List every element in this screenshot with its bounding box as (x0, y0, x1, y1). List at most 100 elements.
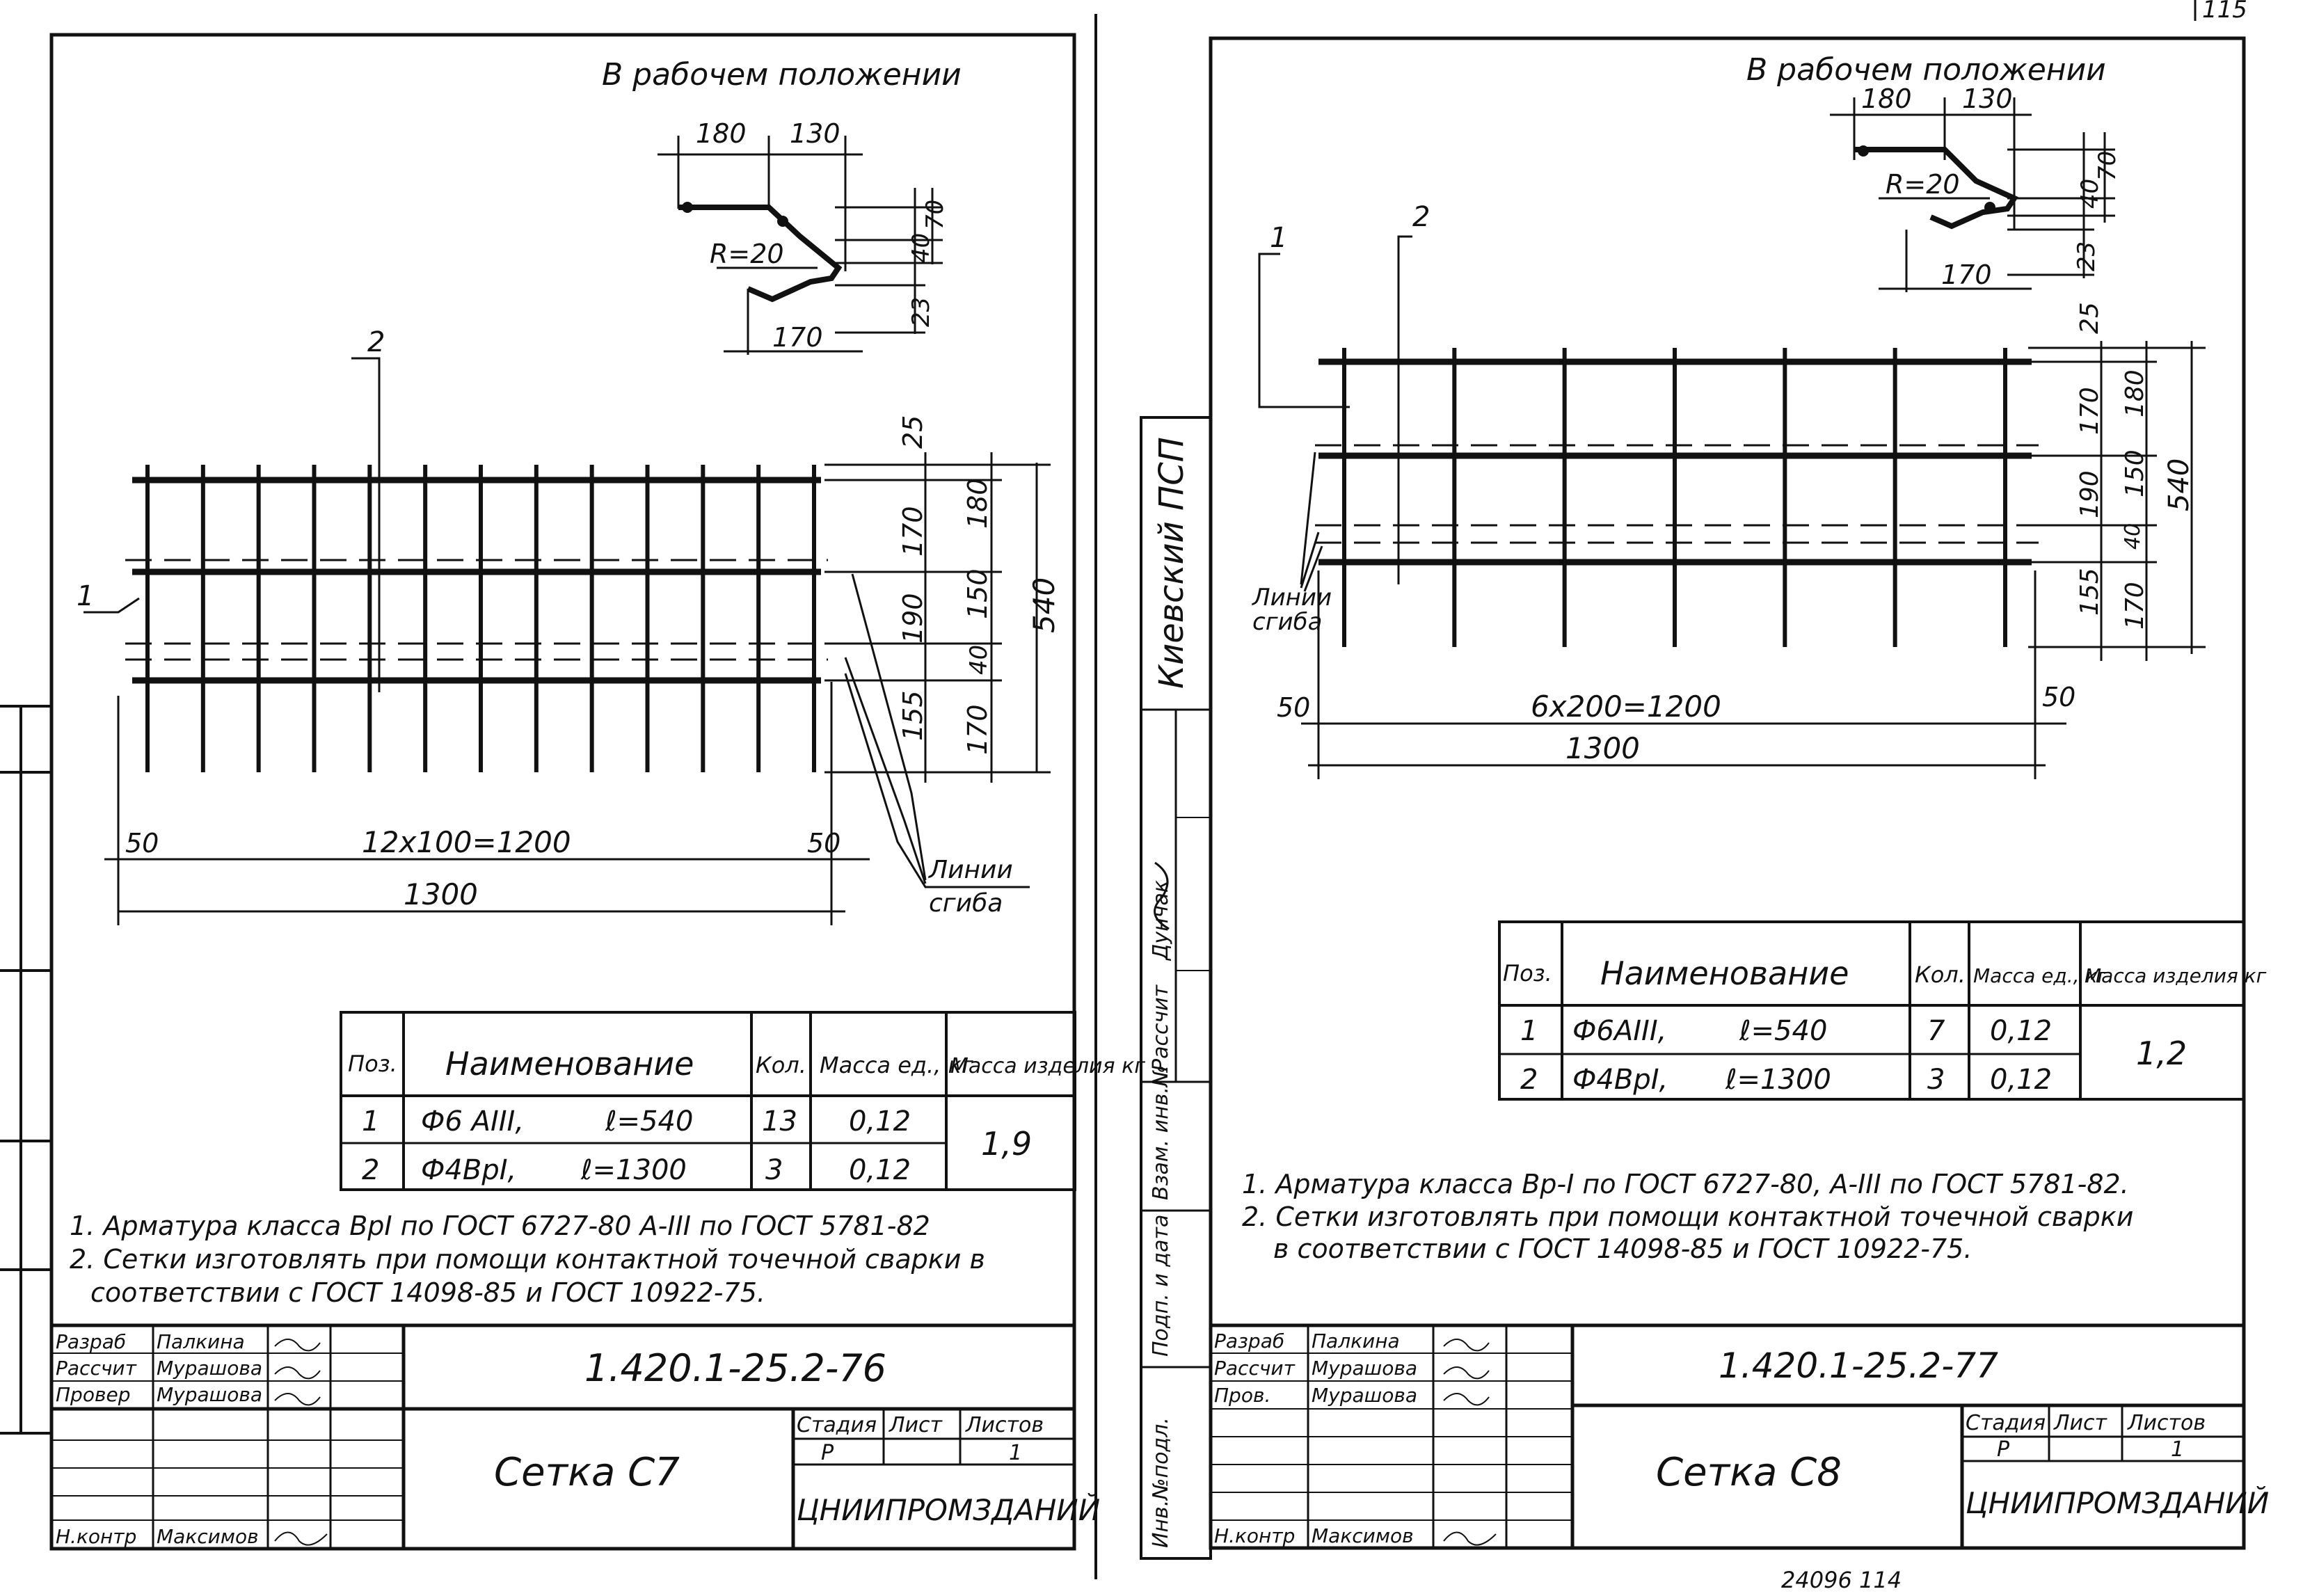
c7-tb-name-2: Мурашова (157, 1357, 262, 1380)
c8-dim-190: 190 (2075, 470, 2104, 518)
c8-code: 1.420.1-25.2-77 (1719, 1346, 1998, 1386)
c7-stage: Р (821, 1441, 834, 1465)
c7-profile-v2: 40 (907, 233, 935, 263)
c7-th-name: Наименование (445, 1045, 694, 1083)
c8-row2-name: Ф4ВрI, (1572, 1064, 1668, 1096)
c8-profile-v3: 23 (2073, 241, 2101, 271)
c8-row1-qty: 7 (1927, 1015, 1945, 1047)
c8-tb-name-1: Палкина (1312, 1330, 1400, 1352)
c7-profile-radius: R=20 (710, 239, 784, 269)
c8-tb-role-2: Рассчит (1214, 1357, 1296, 1380)
c7-dim-edge-right: 50 (807, 828, 840, 859)
c8-dim-span: 6х200=1200 (1531, 689, 1721, 724)
c7-th-qty: Кол. (756, 1052, 806, 1078)
c7-row2-len: ℓ=1300 (580, 1154, 687, 1186)
c7-dim-25: 25 (898, 415, 928, 449)
c7-note-2: 2. Сетки изготовлять при помощи контактн… (70, 1244, 985, 1275)
right-sheet-frame (1209, 0, 2246, 1550)
c8-dim-total: 1300 (1565, 731, 1640, 765)
c8-signature-1 (1443, 1339, 1490, 1352)
c7-sheet-no: 1 (1009, 1441, 1022, 1465)
c8-tb-role-4: Н.контр (1214, 1524, 1295, 1547)
c8-tb-name-3: Мурашова (1312, 1384, 1417, 1407)
c7-dim-540: 540 (1027, 577, 1061, 633)
c8-note-2: 2. Сетки изготовлять при помощи контактн… (1242, 1202, 2133, 1232)
c7-dim-edge-left: 50 (125, 828, 159, 859)
c8-profile-sketch (1830, 97, 2115, 292)
c8-th-mass-total: Масса изделия кг (2085, 964, 2267, 987)
c7-row2-name: Ф4ВрI, (421, 1154, 516, 1186)
c8-th-sheets: Листов (2127, 1411, 2206, 1435)
c7-row2-mass: 0,12 (849, 1154, 911, 1186)
c8-signature-3 (1443, 1393, 1490, 1406)
c7-row1-len: ℓ=540 (605, 1106, 693, 1138)
c7-th-mass-unit: Масса ед., кг (820, 1052, 973, 1078)
c7-dim-total: 1300 (404, 877, 478, 911)
c8-row2-pos: 2 (1520, 1064, 1538, 1096)
c8-dim-170b: 170 (2121, 582, 2149, 630)
c8-signature-2 (1443, 1366, 1490, 1380)
c7-th-pos: Поз. (348, 1051, 397, 1077)
c7-code: 1.420.1-25.2-76 (584, 1346, 886, 1390)
c8-th-pos: Поз. (1503, 960, 1552, 987)
c7-tb-role-4: Н.контр (56, 1525, 136, 1548)
c7-profile-v1: 70 (921, 200, 949, 230)
c7-row2-qty: 3 (765, 1154, 783, 1186)
c8-spec-table (1498, 920, 2245, 1101)
c8-th-sheet: Лист (2053, 1411, 2108, 1435)
c7-profile-sketch (658, 136, 943, 355)
footer-number: 24096 114 (1781, 1567, 1902, 1593)
c8-row1-len: ℓ=540 (1739, 1015, 1827, 1047)
c8-dim-150: 150 (2121, 449, 2149, 497)
c7-tb-name-1: Палкина (157, 1330, 245, 1353)
left-sheet-frame (0, 33, 1076, 1551)
c7-th-sheet: Лист (888, 1413, 943, 1437)
c7-mesh-plan (83, 357, 1051, 925)
c8-profile-dim-2: 130 (1962, 83, 2013, 114)
c8-row2-qty: 3 (1927, 1064, 1945, 1096)
c7-dim-150: 150 (962, 568, 993, 619)
c8-profile-radius: R=20 (1886, 169, 1960, 200)
c7-bend-label-1: Линии (927, 856, 1013, 884)
c7-title: Сетка С7 (494, 1450, 680, 1495)
c8-dim-180: 180 (2121, 369, 2149, 417)
c8-dim-170a: 170 (2075, 387, 2104, 435)
c8-note-1: 1. Арматура класса Вр-I по ГОСТ 6727-80,… (1242, 1169, 2129, 1199)
c8-mesh-plan (1258, 235, 2206, 779)
c8-th-name: Наименование (1600, 955, 1849, 992)
c7-signature-4 (274, 1531, 328, 1546)
c8-note-3: в соответствии с ГОСТ 14098-85 и ГОСТ 10… (1273, 1234, 1972, 1264)
c8-dim-edge-left: 50 (1277, 692, 1310, 723)
c8-tb-name-2: Мурашова (1312, 1357, 1417, 1380)
c8-stage: Р (1997, 1437, 2010, 1462)
c7-dim-155: 155 (898, 690, 928, 741)
c8-profile-v1: 70 (2094, 151, 2121, 181)
c7-dim-170a: 170 (898, 506, 928, 557)
c7-caption: В рабочем положении (602, 57, 962, 93)
c8-bend-label-1: Линии (1251, 584, 1332, 612)
c8-dim-155: 155 (2075, 568, 2104, 616)
c7-title-block (51, 1323, 1074, 1549)
c7-row1-qty: 13 (762, 1106, 797, 1138)
c7-org: ЦНИИПРОМЗДАНИЙ (797, 1492, 1100, 1527)
c8-sheet-no: 1 (2171, 1437, 2184, 1462)
c8-th-mass-unit: Масса ед., кг. (1973, 964, 2114, 987)
c7-note-3: соответствии с ГОСТ 14098-85 и ГОСТ 1092… (90, 1277, 765, 1308)
c7-dim-190: 190 (898, 593, 928, 644)
c8-th-qty: Кол. (1915, 961, 1966, 988)
side-col-2: Подп. и дата (1149, 1215, 1173, 1357)
c7-th-stage: Стадия (797, 1413, 877, 1437)
c8-dim-40: 40 (2121, 523, 2145, 550)
c8-row1-mass: 0,12 (1990, 1015, 2052, 1047)
c7-dim-span: 12х100=1200 (362, 825, 571, 859)
c7-dim-170b: 170 (962, 704, 993, 755)
c8-dim-edge-right: 50 (2042, 682, 2075, 712)
c7-th-mass-total: Масса изделия кг (950, 1054, 1145, 1078)
c7-profile-dim-1: 180 (696, 118, 747, 149)
c7-signature-3 (274, 1393, 321, 1406)
c8-profile-dim-1: 180 (1861, 83, 1912, 114)
c8-row2-mass: 0,12 (1990, 1064, 2052, 1096)
side-stamp-name: Дунчак (1149, 880, 1173, 961)
c7-signature-2 (274, 1366, 321, 1380)
c8-signature-4 (1443, 1531, 1497, 1546)
